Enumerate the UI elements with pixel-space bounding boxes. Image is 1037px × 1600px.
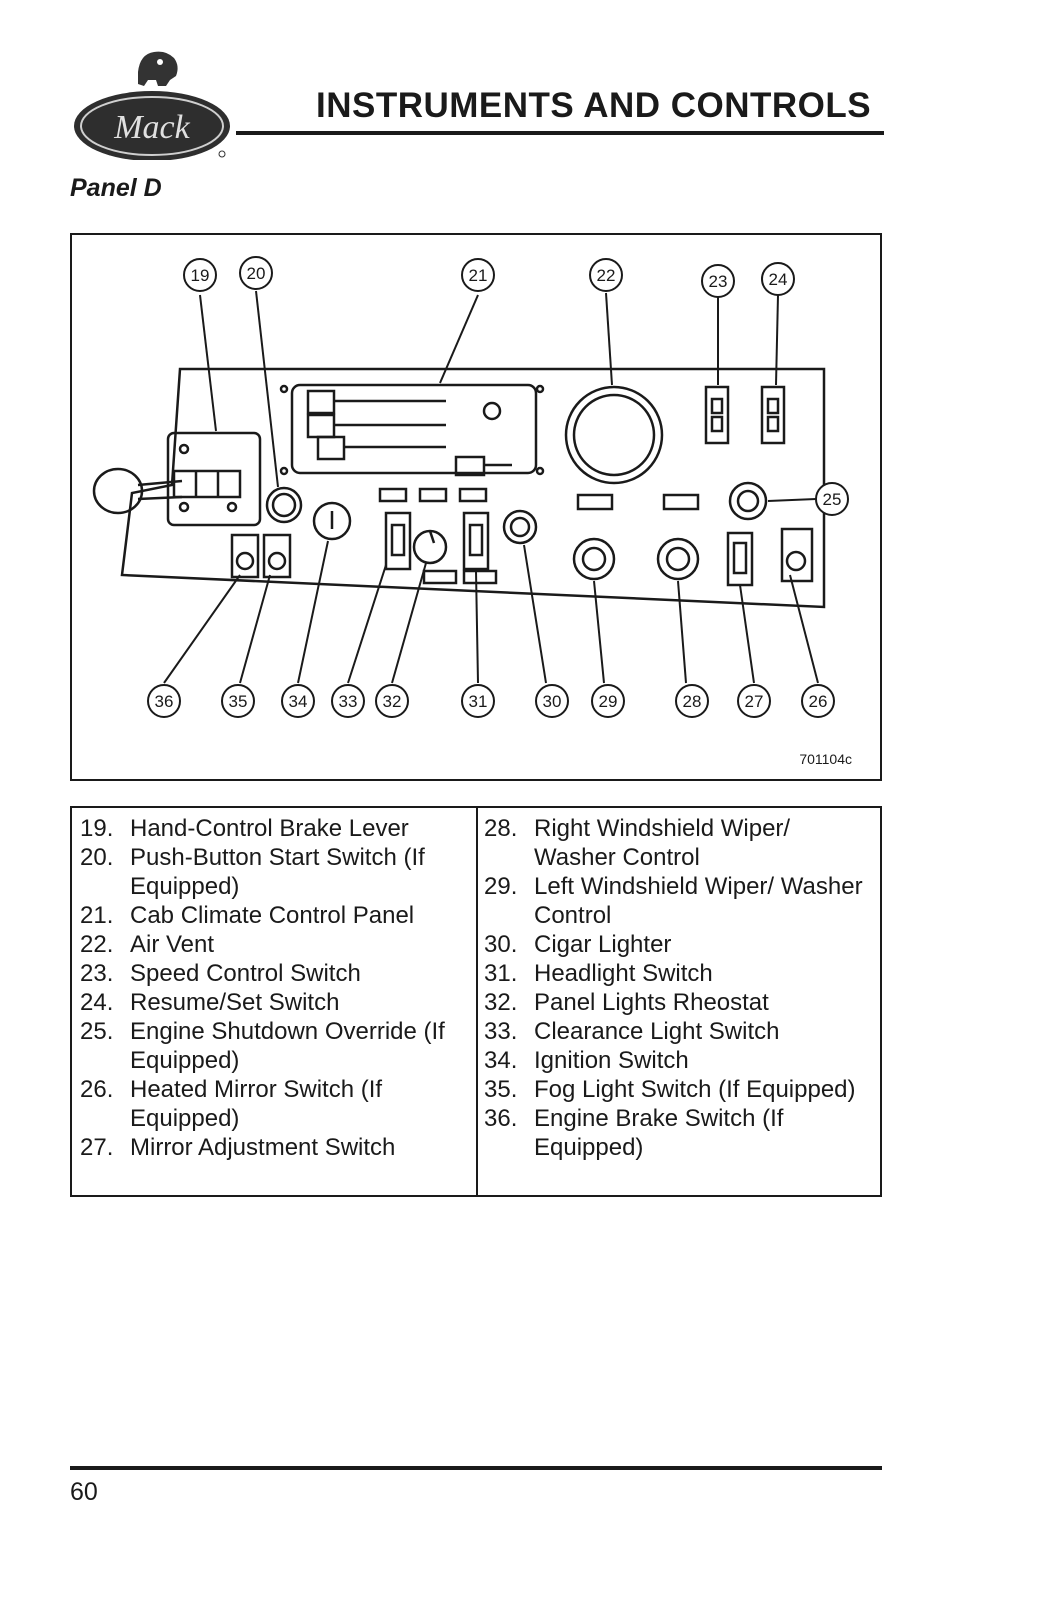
- svg-text:Mack: Mack: [113, 109, 190, 146]
- callout-27: 27: [745, 692, 764, 711]
- mack-logo: Mack: [70, 40, 240, 161]
- legend-item: 34.Ignition Switch: [484, 1047, 689, 1074]
- legend-item: 27.Mirror Adjustment Switch: [80, 1134, 396, 1161]
- callout-20: 20: [247, 264, 266, 283]
- callout-31: 31: [469, 692, 488, 711]
- page-title: INSTRUMENTS AND CONTROLS: [316, 86, 872, 125]
- legend-item: 24.Resume/Set Switch: [80, 989, 340, 1016]
- callout-24: 24: [769, 270, 788, 289]
- callout-25: 25: [823, 490, 842, 509]
- legend-column-left: 19.Hand-Control Brake Lever 20.Push-Butt…: [80, 814, 472, 1162]
- callout-19: 19: [191, 266, 210, 285]
- callout-26: 26: [809, 692, 828, 711]
- callout-22: 22: [597, 266, 616, 285]
- legend-item: 29.Left Windshield Wiper/ Washer Control: [484, 873, 863, 929]
- legend-item: 35.Fog Light Switch (If Equipped): [484, 1076, 856, 1103]
- callout-34: 34: [289, 692, 308, 711]
- legend-item: 26.Heated Mirror Switch (If Equipped): [80, 1076, 383, 1132]
- legend-item: 22.Air Vent: [80, 931, 215, 958]
- title-rule: [236, 131, 884, 135]
- callout-36: 36: [155, 692, 174, 711]
- callout-35: 35: [229, 692, 248, 711]
- callout-28: 28: [683, 692, 702, 711]
- legend-item: 19.Hand-Control Brake Lever: [80, 815, 409, 842]
- callout-33: 33: [339, 692, 358, 711]
- legend-item: 32.Panel Lights Rheostat: [484, 989, 769, 1016]
- callout-21: 21: [469, 266, 488, 285]
- legend-item: 25.Engine Shutdown Override (If Equipped…: [80, 1018, 445, 1074]
- footer-rule: [70, 1466, 882, 1470]
- panel-subtitle: Panel D: [70, 174, 162, 202]
- legend-item: 31.Headlight Switch: [484, 960, 713, 987]
- panel-illustration: 19 20 21 22 23 24 25 26 27 28 29 30 31 3…: [92, 256, 849, 718]
- legend-item: 20.Push-Button Start Switch (If Equipped…: [80, 844, 425, 900]
- legend-column-right: 28.Right Windshield Wiper/ Washer Contro…: [484, 814, 874, 1162]
- legend-item: 36.Engine Brake Switch (If Equipped): [484, 1105, 784, 1161]
- figure-code: 701104c: [799, 751, 852, 767]
- legend-item: 30.Cigar Lighter: [484, 931, 672, 958]
- legend-item: 33.Clearance Light Switch: [484, 1018, 780, 1045]
- callout-32: 32: [383, 692, 402, 711]
- page-number: 60: [70, 1478, 98, 1506]
- legend-table: 19.Hand-Control Brake Lever 20.Push-Butt…: [70, 806, 882, 1197]
- callout-23: 23: [709, 272, 728, 291]
- legend-divider: [476, 808, 478, 1195]
- legend-item: 21.Cab Climate Control Panel: [80, 902, 415, 929]
- callout-30: 30: [543, 692, 562, 711]
- callout-29: 29: [599, 692, 618, 711]
- legend-item: 28.Right Windshield Wiper/ Washer Contro…: [484, 815, 791, 871]
- legend-item: 23.Speed Control Switch: [80, 960, 361, 987]
- panel-diagram: 19 20 21 22 23 24 25 26 27 28 29 30 31 3…: [70, 233, 882, 781]
